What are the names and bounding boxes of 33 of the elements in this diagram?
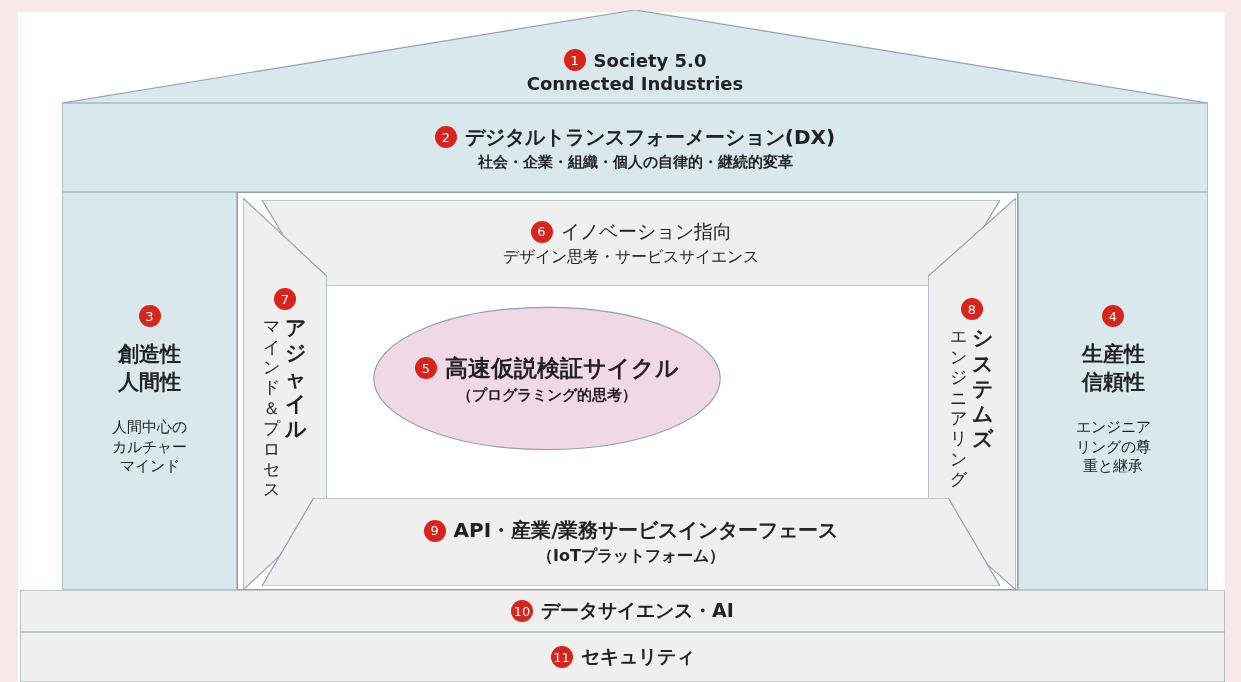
label-text: エンジニアリングの尊重と継承 bbox=[1074, 418, 1152, 477]
band-box bbox=[1018, 192, 1208, 590]
label-text: データサイエンス・AI bbox=[541, 598, 734, 623]
roof-shape bbox=[62, 10, 1208, 103]
band-box bbox=[62, 103, 1208, 192]
label-text: 人間性 bbox=[118, 368, 181, 396]
label-text: イノベーション指向 bbox=[560, 218, 732, 244]
trapezoid-panel bbox=[262, 200, 1000, 286]
trapezoid-panel bbox=[243, 198, 327, 590]
label-text: 高速仮説検証サイクル bbox=[445, 353, 679, 383]
label-text: アジャイル bbox=[284, 316, 307, 443]
trapezoid-panel bbox=[928, 198, 1016, 590]
label-text: マインド＆プロセス bbox=[263, 316, 281, 500]
band-box bbox=[62, 192, 237, 590]
label-text: API・産業/業務サービスインターフェース bbox=[453, 517, 839, 544]
label-text: デザイン思考・サービスサイエンス bbox=[503, 246, 759, 268]
label-text: Society 5.0 bbox=[593, 49, 707, 71]
trapezoid-panel bbox=[262, 498, 1000, 586]
band-box bbox=[20, 590, 1225, 632]
label-text: 生産性 bbox=[1081, 341, 1145, 369]
label-text: 信頼性 bbox=[1081, 368, 1145, 396]
label-text: エンジニアリング bbox=[950, 326, 968, 490]
label-text: セキュリティ bbox=[580, 644, 695, 669]
label-text: （プログラミング的思考） bbox=[457, 385, 637, 405]
label-text: （IoTプラットフォーム） bbox=[537, 546, 725, 567]
label-text: 社会・企業・組織・個人の自律的・継続的変革 bbox=[477, 152, 793, 172]
label-text: 人間中心のカルチャーマインド bbox=[111, 418, 188, 477]
label-text: デジタルトランスフォーメーション(DX) bbox=[464, 123, 836, 151]
label-text: 創造性 bbox=[118, 341, 181, 369]
label-text: Connected Industries bbox=[526, 73, 744, 94]
band-box bbox=[20, 632, 1225, 682]
label-text: システムズ bbox=[971, 326, 994, 453]
ellipse-shape bbox=[372, 306, 722, 451]
